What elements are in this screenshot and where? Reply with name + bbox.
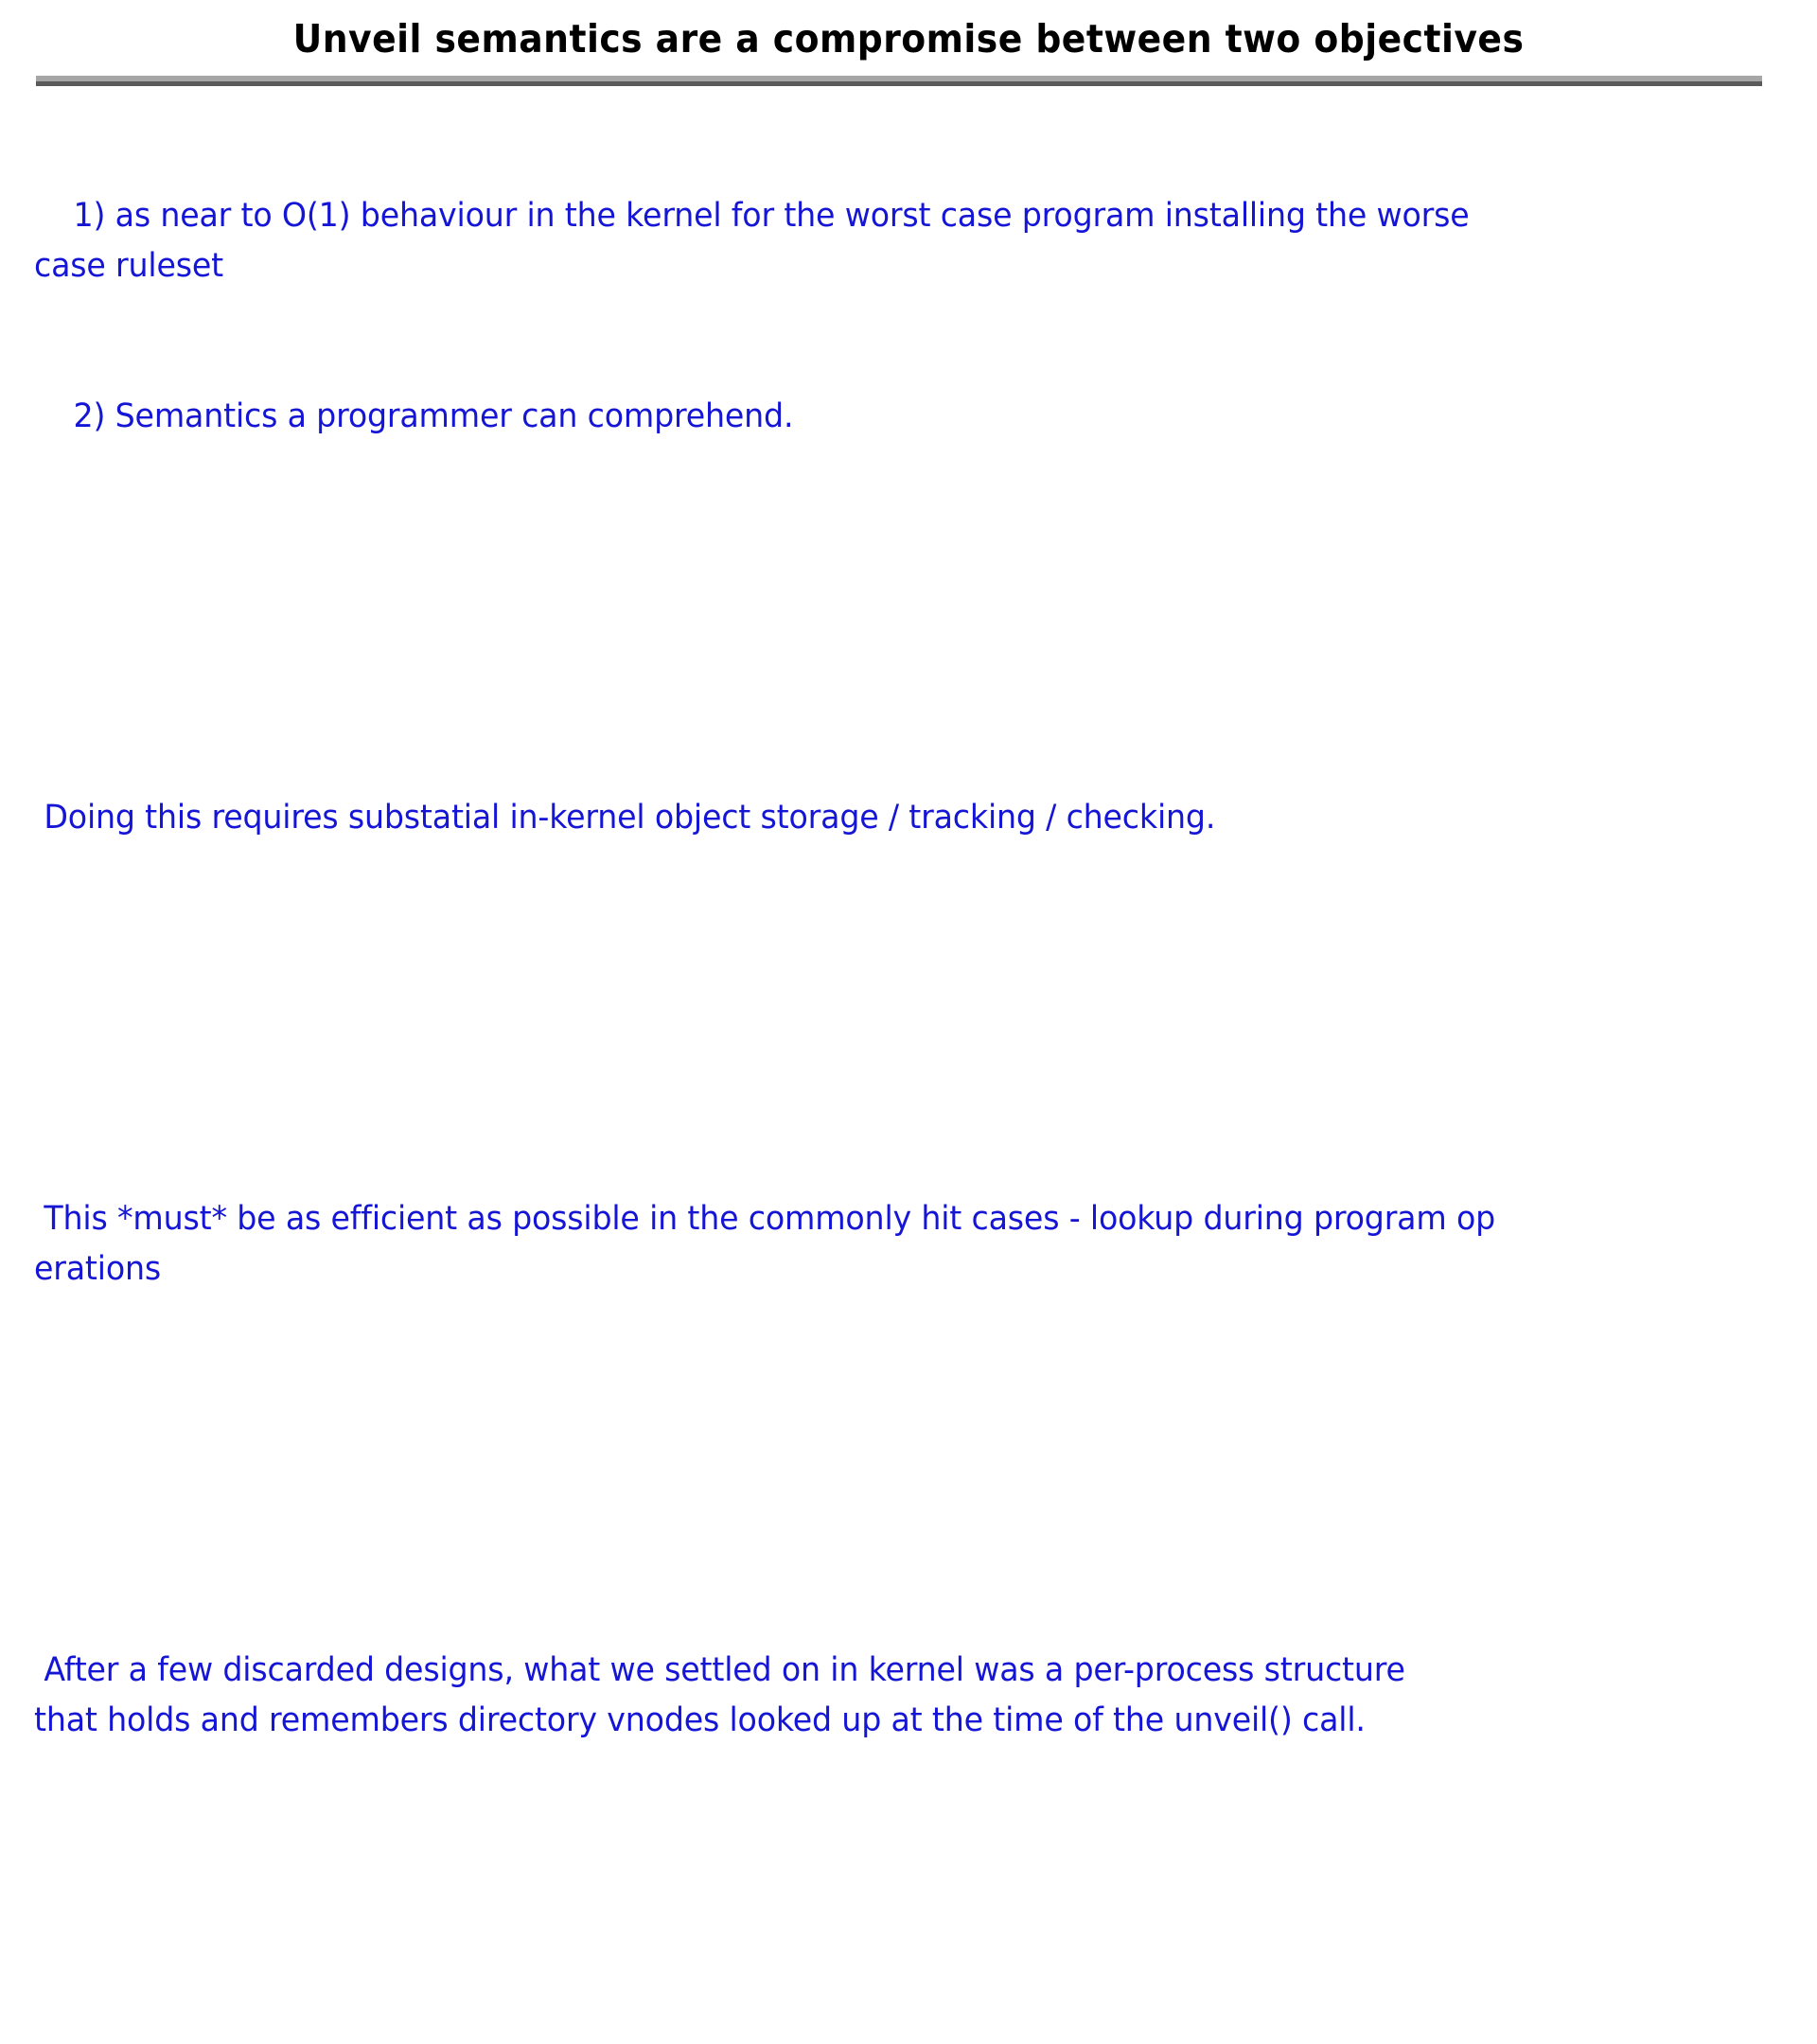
- paragraph-design-text: After a few discarded designs, what we s…: [34, 1651, 1405, 1739]
- objective-1-text: 1) as near to O(1) behaviour in the kern…: [34, 197, 1470, 285]
- objective-2-text: 2) Semantics a programmer can comprehend…: [34, 397, 794, 435]
- title-divider-rule: [36, 76, 1762, 86]
- slide-title: Unveil semantics are a compromise betwee…: [292, 16, 1525, 62]
- spacer-1: [34, 592, 1706, 643]
- paragraph-storage-text: Doing this requires substatial in-kernel…: [34, 799, 1216, 837]
- spacer-3: [34, 1445, 1706, 1495]
- rule-highlight-band: [36, 76, 1762, 81]
- paragraph-efficiency-text: This *must* be as efficient as possible …: [34, 1200, 1496, 1288]
- spacer-2: [34, 994, 1706, 1044]
- slide-body: 1) as near to O(1) behaviour in the kern…: [34, 91, 1706, 2044]
- spacer-4: [34, 1896, 1706, 1947]
- slide-canvas: Unveil semantics are a compromise betwee…: [34, 16, 1762, 1739]
- rule-shadow-band: [36, 81, 1762, 86]
